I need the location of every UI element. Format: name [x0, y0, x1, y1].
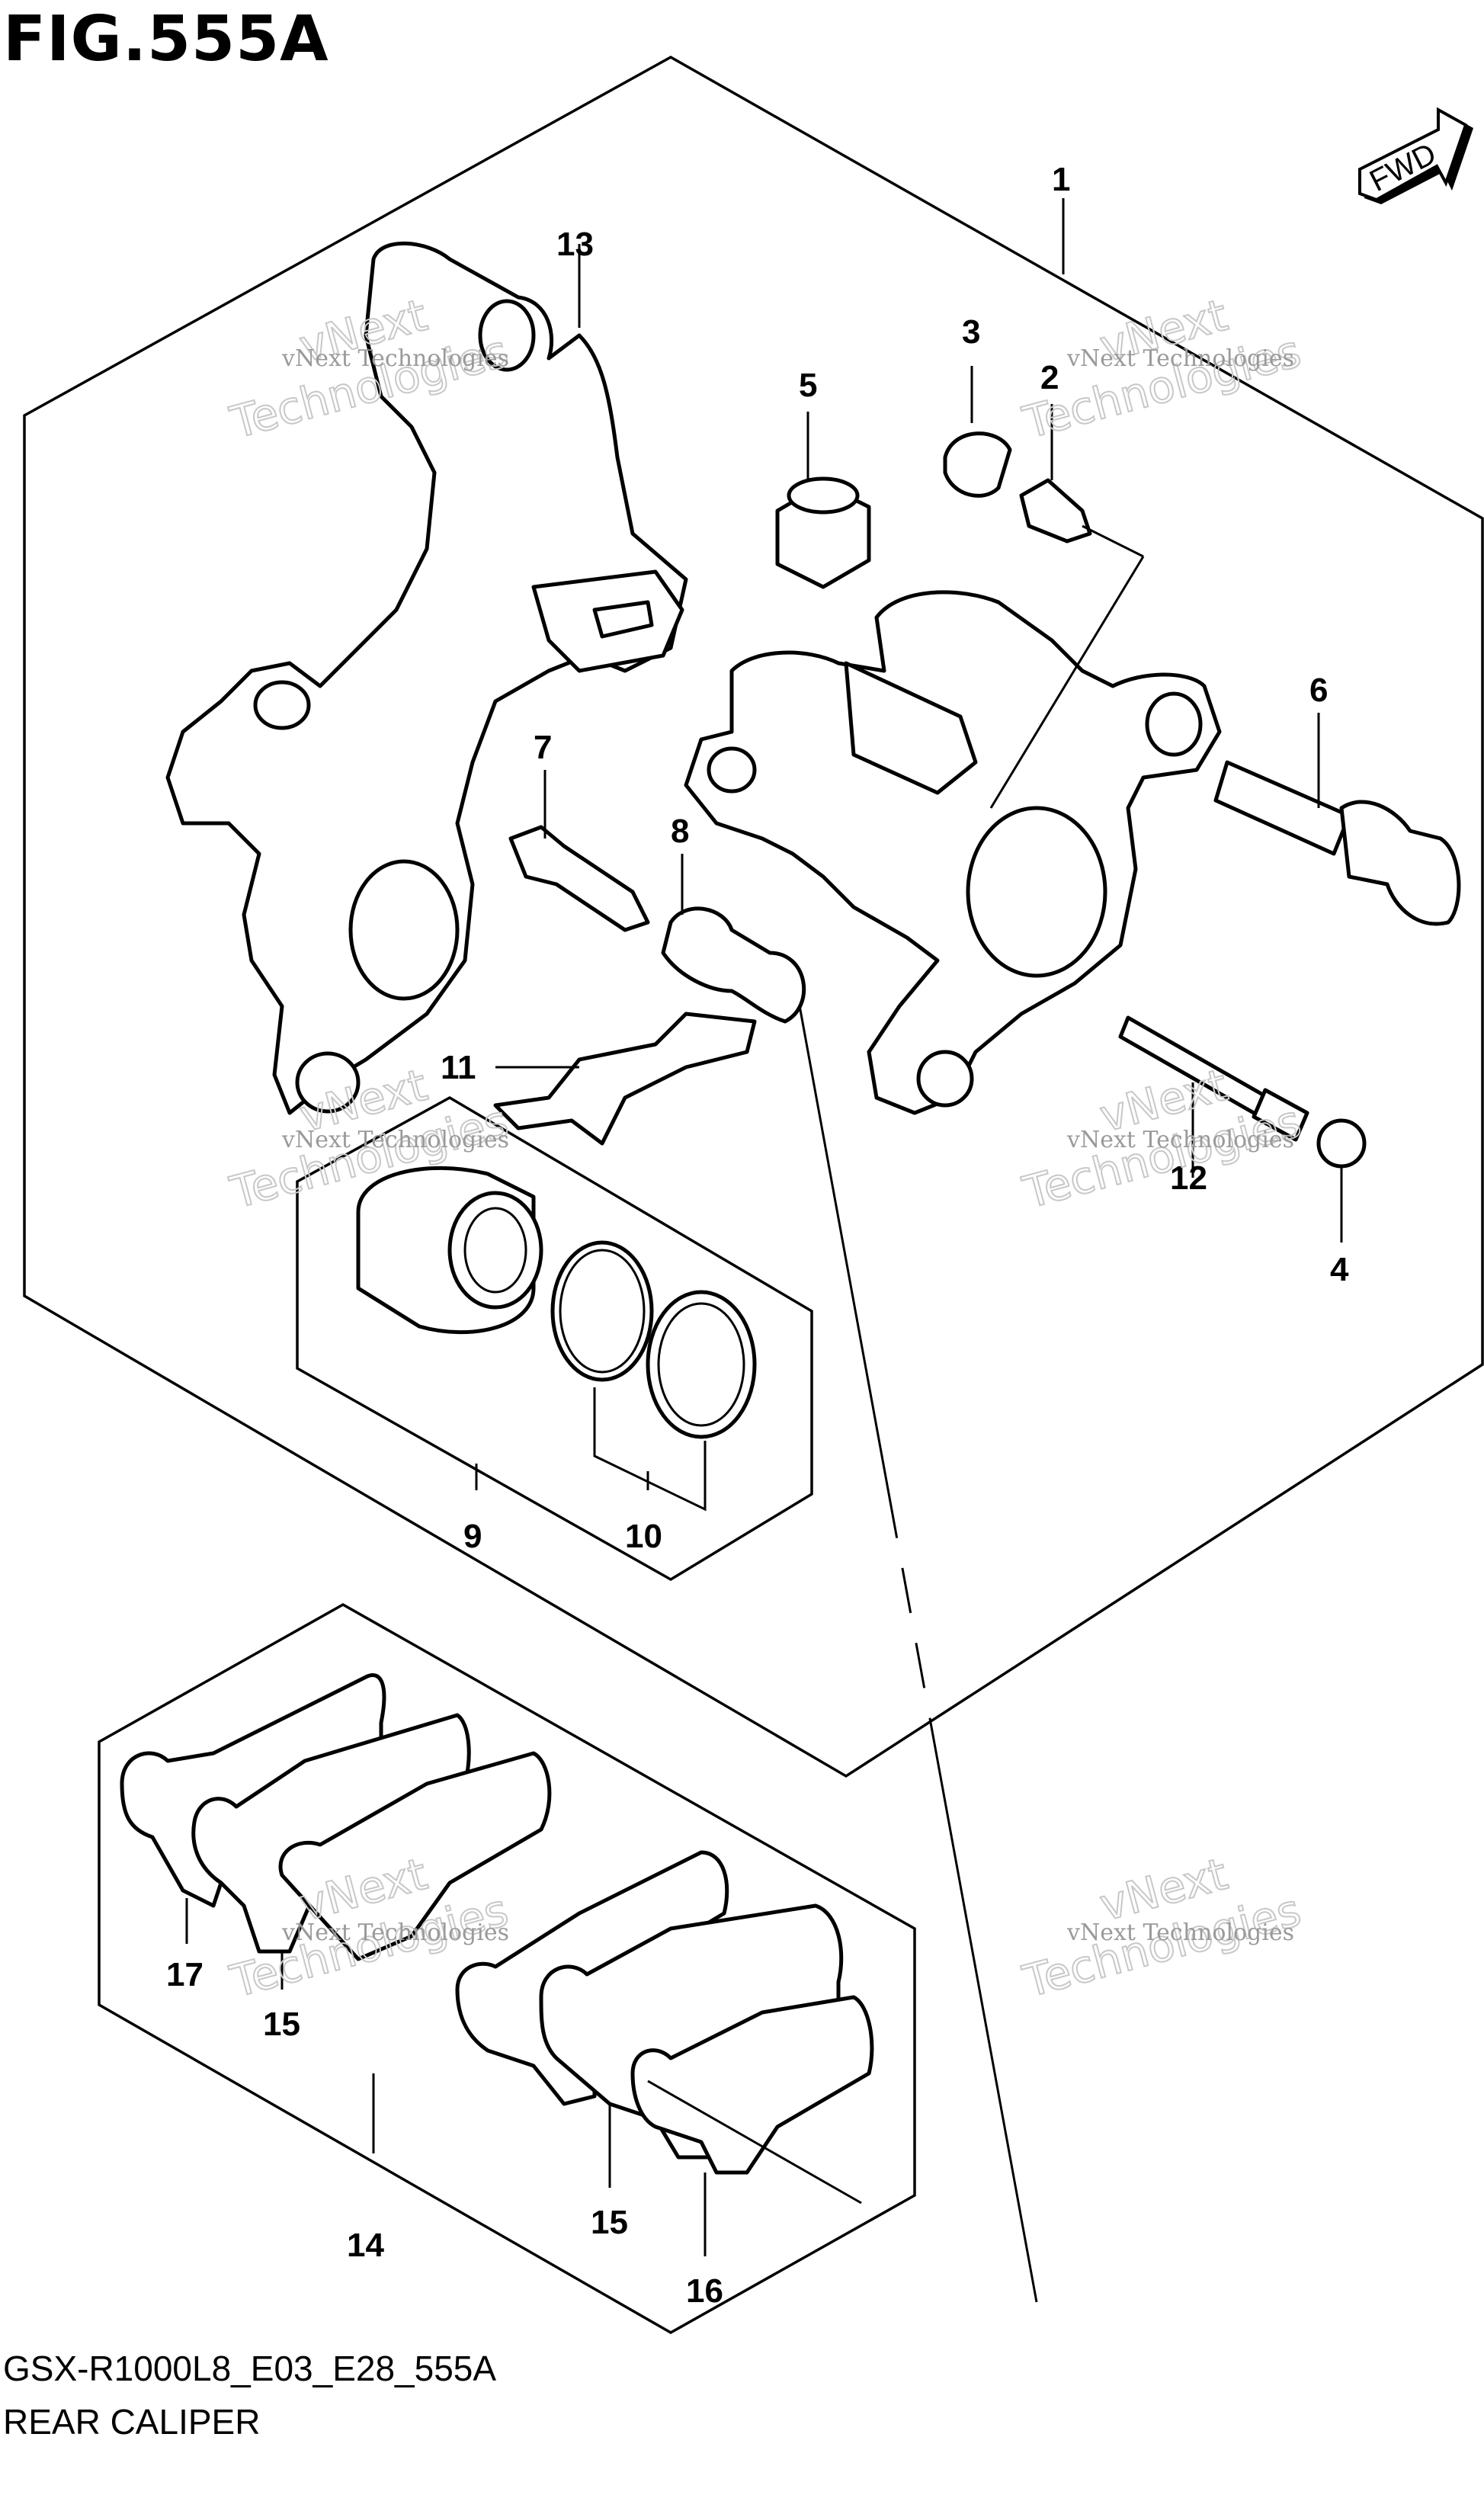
callout-6: 6: [1309, 672, 1328, 709]
shim-17: [120, 1673, 386, 1908]
figure-title: FIG.555A: [3, 3, 329, 75]
slide-pin-6: [1213, 760, 1461, 926]
callout-2: 2: [1040, 359, 1059, 396]
slide-pin-12: [1118, 1015, 1309, 1142]
pad-15a: [191, 1713, 552, 1961]
cap-4: [1316, 1118, 1367, 1169]
svg-text:vNext Technologies: vNext Technologies: [281, 1919, 509, 1946]
watermark-top-right: vNext Technologies vNext Technologies: [1017, 288, 1306, 450]
bolt-7: [508, 825, 650, 932]
cap-3: [943, 431, 1012, 498]
callout-11: 11: [441, 1049, 476, 1086]
callout-15b: 15: [591, 2204, 628, 2241]
caliper-body: [684, 590, 1222, 1115]
callout-13: 13: [556, 226, 594, 263]
callout-3: 3: [962, 313, 980, 351]
callout-14: 14: [347, 2227, 384, 2264]
watermark-mid-right: vNext Technologies vNext Technologies: [1017, 1058, 1306, 1220]
fwd-arrow-icon: FWD: [1358, 107, 1473, 204]
svg-text:vNext Technologies: vNext Technologies: [1066, 1919, 1294, 1946]
pad-spring-11: [493, 1012, 757, 1146]
svg-text:vNext Technologies: vNext Technologies: [1066, 345, 1294, 372]
bleeder-cap-5: [775, 476, 871, 589]
piston-kit-outline: [296, 1095, 813, 1582]
pin-boot-8: [661, 906, 806, 1024]
callout-12: 12: [1170, 1159, 1207, 1197]
svg-text:vNext Technologies: vNext Technologies: [1066, 1127, 1294, 1153]
piston-9: [356, 1166, 543, 1335]
callout-4: 4: [1330, 1251, 1349, 1288]
callout-17: 17: [166, 1956, 204, 1993]
callout-1: 1: [1052, 161, 1070, 198]
callout-9: 9: [463, 1518, 482, 1555]
callout-10: 10: [625, 1518, 662, 1555]
callout-8: 8: [671, 813, 689, 850]
seal-ring-10a: [550, 1240, 654, 1382]
svg-text:vNext Technologies: vNext Technologies: [281, 1127, 509, 1153]
callout-16: 16: [686, 2272, 723, 2310]
caliper-assembly-outline: [23, 55, 1484, 1778]
callout-5: 5: [799, 367, 817, 404]
caliper-bracket: [165, 241, 688, 1115]
leader-lines: [185, 198, 1343, 2256]
watermark-low-right: vNext Technologies vNext Technologies: [1017, 1847, 1306, 2009]
pad-set-outline: [98, 1602, 916, 2335]
seal-ring-10b: [646, 1290, 757, 1439]
shim-16: [539, 1903, 874, 2175]
callout-15a: 15: [263, 2006, 300, 2043]
bleeder-valve-2: [1019, 478, 1092, 544]
diagram-code: GSX-R1000L8_E03_E28_555A: [3, 2349, 497, 2388]
callout-7: 7: [534, 729, 552, 766]
svg-text:vNext Technologies: vNext Technologies: [281, 345, 509, 372]
callout-numbers: 1 2 3 4 5 6 7 8 9 10 11 12 13 14 15 15 1…: [166, 161, 1349, 2310]
diagram-name: REAR CALIPER: [3, 2402, 261, 2442]
